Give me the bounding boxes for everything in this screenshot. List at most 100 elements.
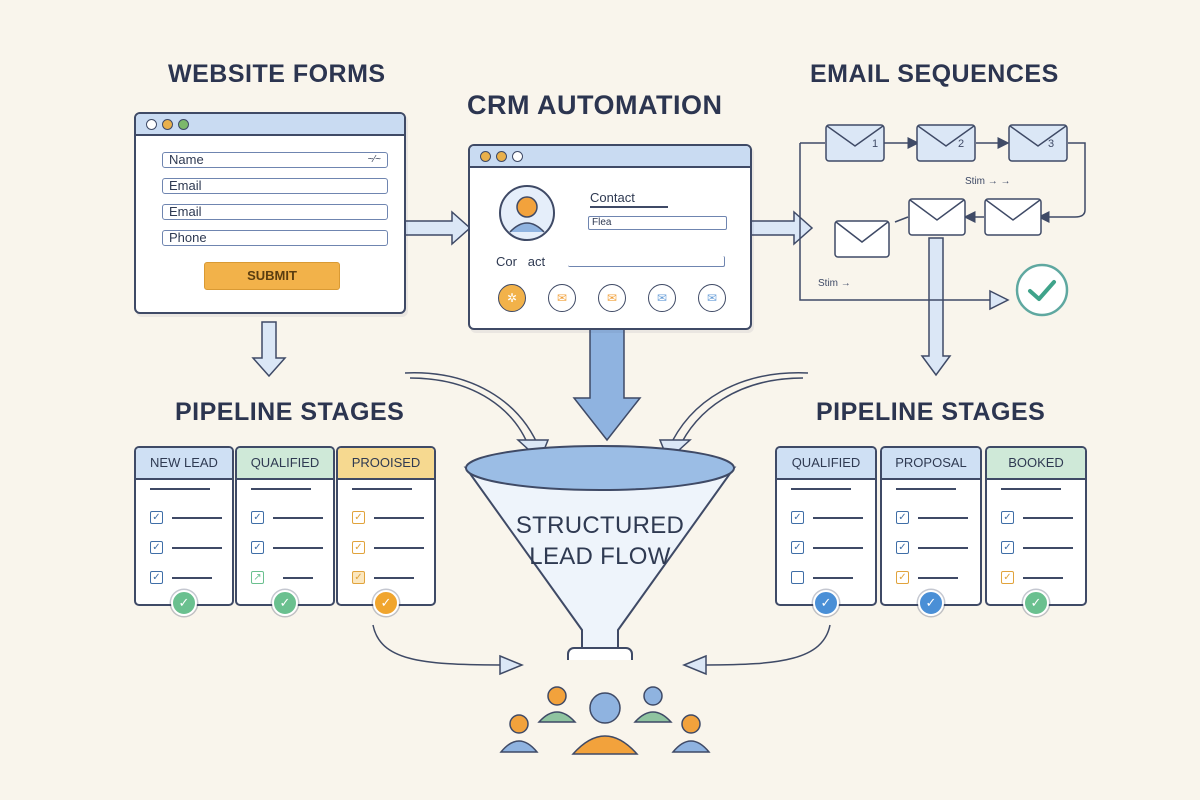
- divider: [251, 488, 311, 490]
- item-line: [273, 547, 323, 549]
- item-line: [374, 577, 414, 579]
- stage-card-qualified-right[interactable]: QUALIFIED ✓ ✓: [775, 446, 877, 606]
- stage-header: QUALIFIED: [777, 448, 875, 480]
- window-dot-icon: [178, 118, 189, 130]
- funnel-label-line-1: STRUCTURED: [515, 512, 685, 539]
- automation-gear-icon[interactable]: ✲: [498, 284, 526, 312]
- checkbox-checked[interactable]: ✓: [791, 541, 804, 554]
- checkbox-empty[interactable]: [791, 571, 804, 584]
- crm-window: Contact Flea Cor act ✲ ✉ ✉ ✉ ✉: [468, 144, 752, 330]
- check-circle-icon: ✓: [171, 590, 197, 616]
- stage-card-booked[interactable]: BOOKED ✓ ✓ ✓: [985, 446, 1087, 606]
- check-circle-icon: ✓: [918, 590, 944, 616]
- arrow-form-to-crm: [404, 210, 472, 246]
- checkbox-checked[interactable]: ✓: [352, 541, 365, 554]
- contact-label: Contact: [590, 190, 635, 205]
- website-forms-heading: WEBSITE FORMS: [168, 60, 386, 88]
- contact-label-2: Cor act: [496, 254, 546, 269]
- checkbox-checked[interactable]: ✓: [251, 541, 264, 554]
- arrow-crm-down: [572, 327, 642, 442]
- name-field[interactable]: Name~⁄~: [162, 152, 388, 168]
- stage-card-new-lead[interactable]: NEW LEAD ✓ ✓ ✓: [134, 446, 234, 606]
- check-circle-icon: ✓: [373, 590, 399, 616]
- item-line: [918, 517, 968, 519]
- checkbox-checked[interactable]: ✓: [150, 571, 163, 584]
- email-sequences-heading: EMAIL SEQUENCES: [810, 60, 1059, 88]
- automation-mail-icon-4[interactable]: ✉: [698, 284, 726, 312]
- checkbox-checked[interactable]: ✓: [791, 511, 804, 524]
- item-line: [374, 517, 424, 519]
- contact-input[interactable]: Flea: [588, 216, 727, 230]
- checkbox-checked[interactable]: ✓: [896, 511, 909, 524]
- automation-mail-icon-3[interactable]: ✉: [648, 284, 676, 312]
- envelope-icon: [916, 124, 976, 162]
- website-form-window: Name~⁄~ Email Email Phone SUBMIT: [134, 112, 406, 314]
- automation-mail-icon[interactable]: ✉: [548, 284, 576, 312]
- phone-field[interactable]: Phone: [162, 230, 388, 246]
- window-dot-icon: [480, 150, 491, 162]
- item-line: [1023, 547, 1073, 549]
- arrow-email-down: [920, 237, 952, 377]
- divider: [352, 488, 412, 490]
- people-group-icon: [499, 686, 711, 755]
- checkbox-checked[interactable]: ✓: [1001, 571, 1014, 584]
- checkbox-checked[interactable]: ✓: [352, 511, 365, 524]
- checkbox-checked[interactable]: ✓: [896, 541, 909, 554]
- item-line: [918, 577, 958, 579]
- check-circle-icon: ✓: [272, 590, 298, 616]
- submit-button[interactable]: SUBMIT: [204, 262, 340, 290]
- stage-header: QUALIFIED: [237, 448, 333, 480]
- window-dot-icon: [512, 150, 523, 162]
- checkbox-checked[interactable]: ✓: [1001, 511, 1014, 524]
- window-title-bar: [136, 114, 404, 136]
- email-field-2[interactable]: Email: [162, 204, 388, 220]
- checkbox-checked[interactable]: ✓: [352, 571, 365, 584]
- contact-input-2[interactable]: [568, 256, 725, 267]
- item-line: [813, 517, 863, 519]
- stage-header: PROPOSAL: [882, 448, 980, 480]
- item-line: [1023, 517, 1073, 519]
- divider: [896, 488, 956, 490]
- stage-header: NEW LEAD: [136, 448, 232, 480]
- check-circle-icon: [1015, 263, 1069, 317]
- envelope-icon: [834, 220, 890, 258]
- email-field[interactable]: Email: [162, 178, 388, 194]
- checkbox-partial[interactable]: ↗: [251, 571, 264, 584]
- checkbox-checked[interactable]: ✓: [150, 511, 163, 524]
- stage-card-proposal[interactable]: PROPOSAL ✓ ✓ ✓: [880, 446, 982, 606]
- email-note-2: Stim →: [818, 278, 851, 289]
- item-line: [172, 547, 222, 549]
- window-dot-icon: [496, 150, 507, 162]
- stage-header: BOOKED: [987, 448, 1085, 480]
- automation-mail-icon-2[interactable]: ✉: [598, 284, 626, 312]
- email-note: Stim → →: [965, 176, 1011, 187]
- stage-header: PROOISED: [338, 448, 434, 480]
- envelope-icon: [1008, 124, 1068, 162]
- funnel-label: STRUCTURED LEAD FLOW: [475, 510, 725, 572]
- envelope-icon: [825, 124, 885, 162]
- checkbox-checked[interactable]: ✓: [251, 511, 264, 524]
- stage-card-qualified[interactable]: QUALIFIED ✓ ✓ ↗: [235, 446, 335, 606]
- user-avatar-icon: [499, 185, 555, 241]
- checkbox-checked[interactable]: ✓: [896, 571, 909, 584]
- funnel-icon: [463, 445, 737, 660]
- item-line: [813, 577, 853, 579]
- item-line: [1023, 577, 1063, 579]
- check-circle-icon: ✓: [1023, 590, 1049, 616]
- window-title-bar: [470, 146, 750, 168]
- window-dot-icon: [146, 118, 157, 130]
- email-step-number: 2: [958, 138, 965, 150]
- checkbox-checked[interactable]: ✓: [1001, 541, 1014, 554]
- arrow-crm-to-email: [749, 210, 814, 246]
- checkbox-checked[interactable]: ✓: [150, 541, 163, 554]
- envelope-icon: [908, 198, 966, 236]
- stage-card-proposed[interactable]: PROOISED ✓ ✓ ✓: [336, 446, 436, 606]
- item-line: [813, 547, 863, 549]
- window-dot-icon: [162, 118, 173, 130]
- divider: [791, 488, 851, 490]
- pipeline-stages-right-heading: PIPELINE STAGES: [816, 398, 1046, 426]
- funnel-label-line-2: LEAD FLOW: [529, 543, 671, 570]
- divider: [1001, 488, 1061, 490]
- contact-underline: [590, 206, 668, 208]
- item-line: [918, 547, 968, 549]
